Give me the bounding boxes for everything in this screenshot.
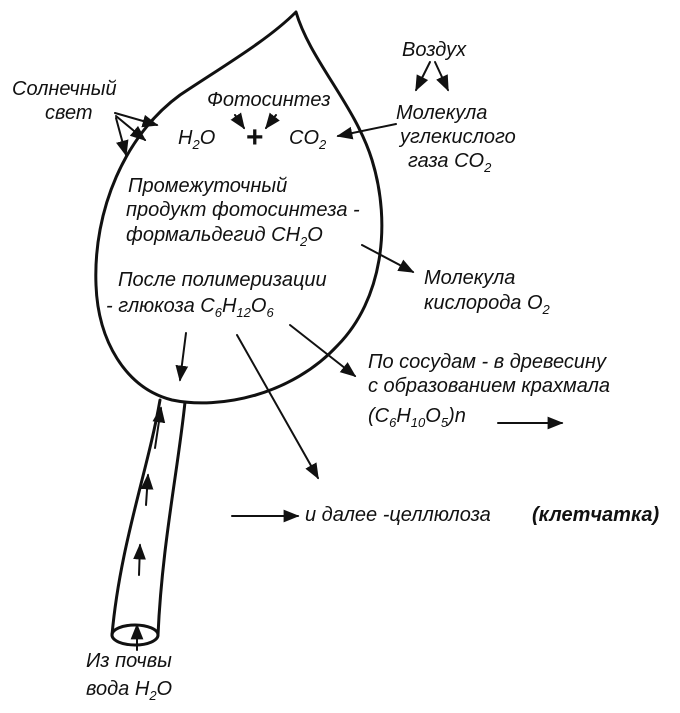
sun-arrow-2 [115, 115, 147, 142]
sunlight-label-line1: Солнечный [12, 78, 117, 100]
air-arrow-left [415, 61, 431, 92]
co2-molecule-arrow [336, 123, 397, 140]
air-label: Воздух [402, 39, 467, 61]
vessels-arrow [289, 324, 357, 377]
water-arrow-2 [133, 543, 146, 576]
soil-line1: Из почвы [86, 650, 172, 672]
sun-arrow-1 [114, 112, 159, 128]
cellulose-label: и далее -целлюлоза [305, 504, 491, 526]
air-arrow-right [434, 61, 449, 92]
water-arrow-4 [152, 406, 166, 449]
co2-in-arrow [265, 112, 280, 130]
h2o-formula: H2O [178, 127, 215, 152]
soil-line2: вода H2O [86, 678, 172, 703]
plus-sign: + [246, 121, 264, 154]
stem-base [110, 623, 160, 647]
sunlight-label-line2: свет [45, 102, 93, 124]
starch-formula: (C6H10O5)n [368, 405, 466, 430]
photosynthesis-label: Фотосинтез [207, 89, 331, 111]
water-arrow-3 [140, 473, 154, 506]
co2-formula: CO2 [289, 127, 327, 152]
polymer-line1: После полимеризации [118, 269, 327, 291]
cellulose-fiber-label: (клетчатка) [532, 504, 659, 526]
h2o-arrow [230, 112, 245, 130]
co2-molecule-line2: углекислого [398, 126, 516, 148]
intermediate-line1: Промежуточный [128, 175, 287, 197]
polymer-line2: - глюкоза C6H12O6 [106, 295, 274, 320]
sun-arrow-3 [115, 117, 129, 157]
o2-arrow [361, 244, 415, 273]
co2-molecule-line3: газа CO2 [408, 150, 492, 175]
intermediate-line3: формальдегид CH2O [126, 224, 323, 249]
stem-right [156, 400, 187, 637]
co2-molecule-line1: Молекула [396, 102, 487, 124]
vessels-line2: с образованием крахмала [368, 375, 610, 397]
leaf-outline [94, 10, 384, 405]
o2-line1: Молекула [424, 267, 515, 289]
cellulose-arrow [236, 334, 319, 480]
intermediate-line2: продукт фотосинтеза - [126, 199, 360, 221]
stem-left [110, 398, 162, 637]
vessels-line1: По сосудам - в древесину [368, 351, 607, 373]
o2-line2: кислорода O2 [424, 292, 551, 317]
glucose-down-arrow [175, 332, 189, 382]
